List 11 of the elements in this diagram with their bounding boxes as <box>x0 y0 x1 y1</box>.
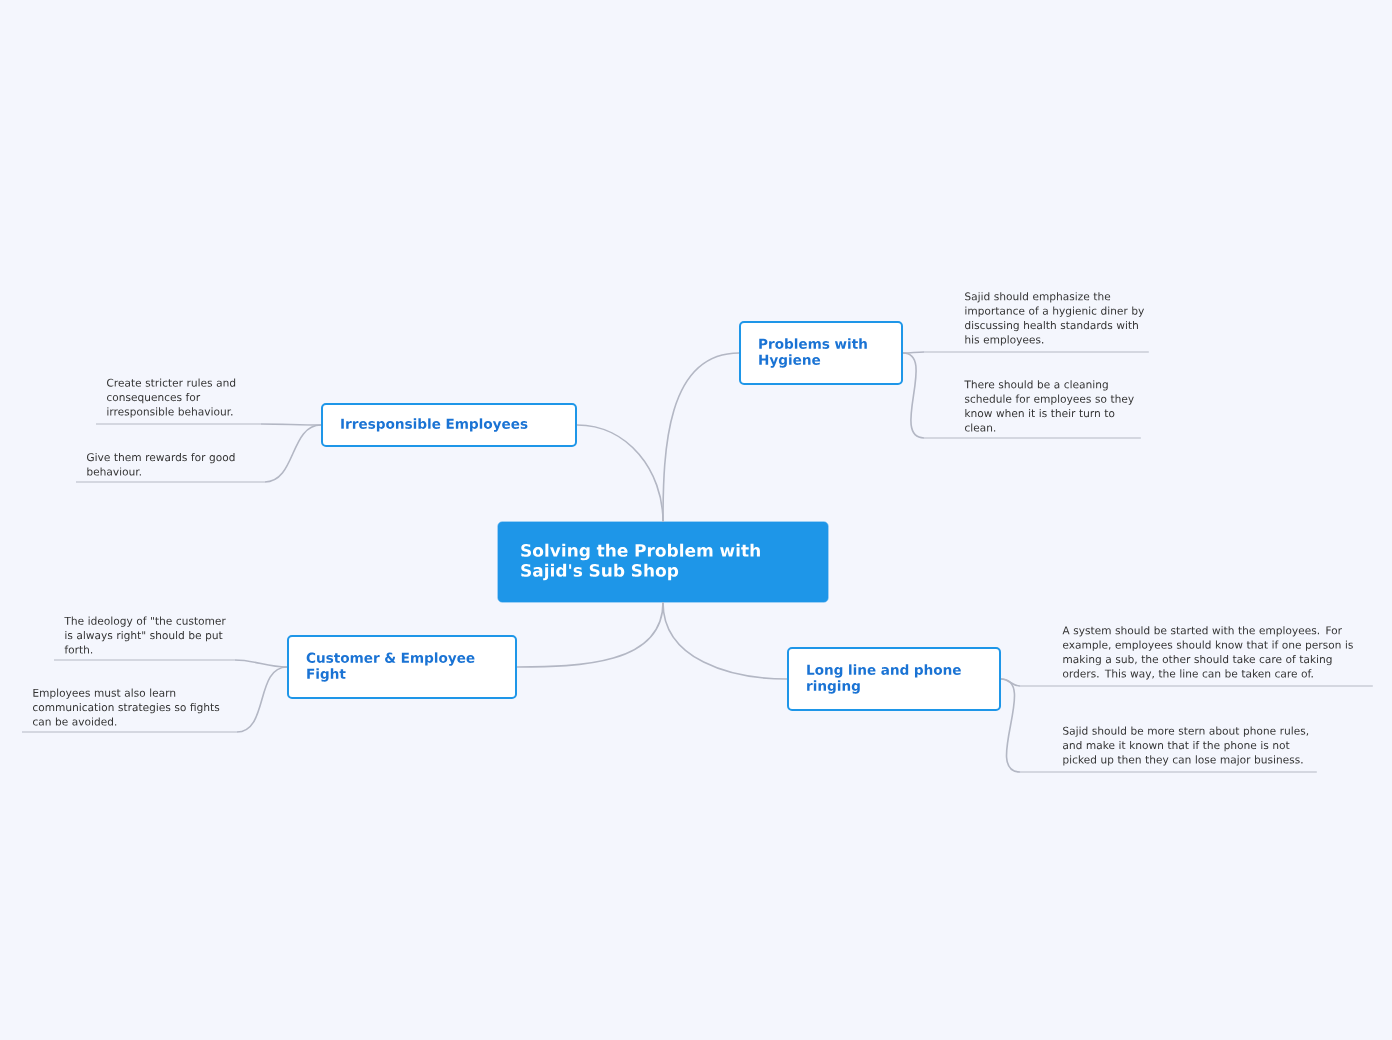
connector <box>260 423 322 426</box>
connector <box>264 424 322 483</box>
central-topic-box: Solving the Problem with Sajid's Sub Shop <box>497 521 829 603</box>
connector <box>1000 678 1021 773</box>
connector <box>902 351 925 354</box>
connector <box>516 601 664 668</box>
connector <box>1000 678 1021 687</box>
connector <box>902 352 925 439</box>
connector <box>234 659 288 668</box>
connector <box>576 424 664 523</box>
connector <box>236 666 288 733</box>
